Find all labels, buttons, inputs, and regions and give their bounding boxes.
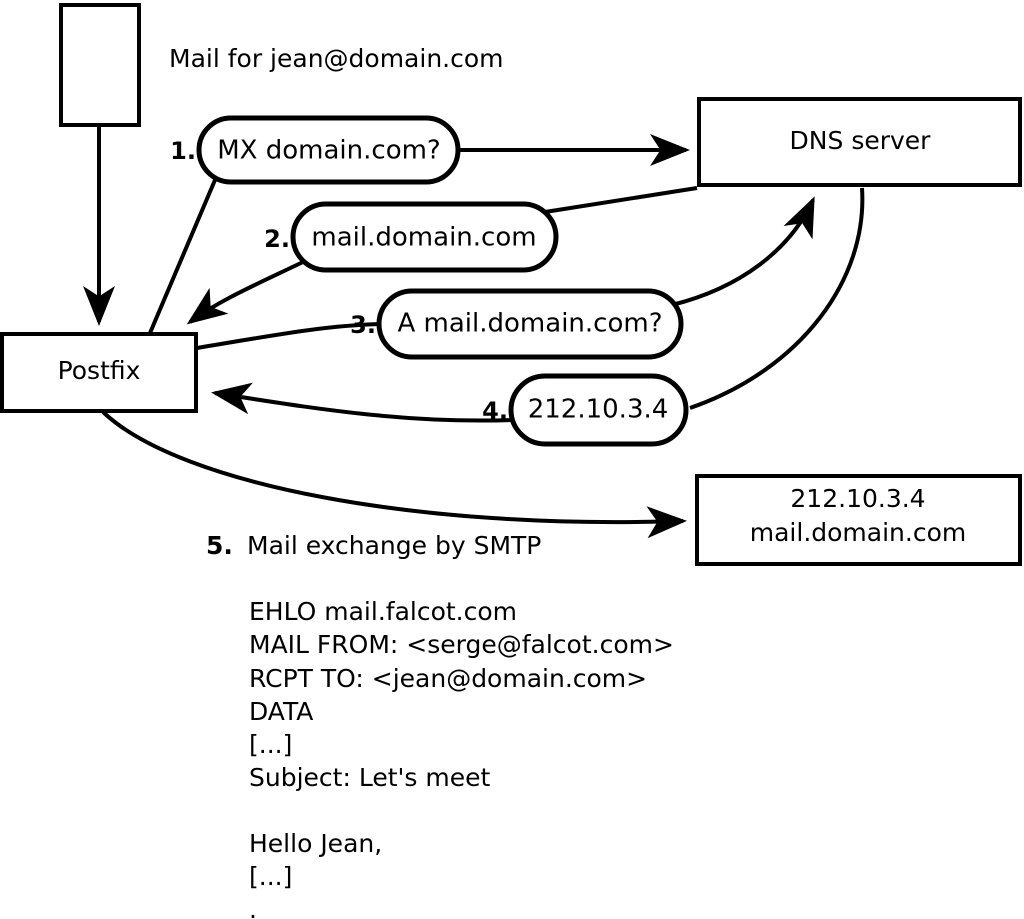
edge-dns-to-step2 bbox=[544, 186, 698, 214]
edge-step4-to-postfix bbox=[211, 382, 514, 423]
transcript-line-0: EHLO mail.falcot.com bbox=[249, 597, 517, 626]
transcript-line-4: [...] bbox=[249, 730, 292, 759]
remote-mail-server-box bbox=[695, 474, 1022, 566]
transcript-line-8: [...] bbox=[249, 862, 292, 891]
edge-postfix-to-step1 bbox=[148, 179, 217, 334]
remote-mail-server-ip: 212.10.3.4 bbox=[790, 484, 925, 513]
edge-step2-to-postfix bbox=[186, 260, 304, 325]
step-1-label: MX domain.com? bbox=[217, 136, 440, 166]
transcript-line-7: Hello Jean, bbox=[249, 829, 382, 858]
step-5-label: Mail exchange by SMTP bbox=[247, 531, 541, 560]
step-1-bubble bbox=[196, 115, 461, 185]
transcript-line-9: . bbox=[249, 895, 257, 919]
sender-client-box bbox=[59, 3, 141, 127]
transcript-line-1: MAIL FROM: <serge@falcot.com> bbox=[249, 630, 674, 659]
edge-step3-to-dns bbox=[671, 196, 815, 307]
step-3-label: A mail.domain.com? bbox=[398, 309, 663, 339]
transcript-line-5: Subject: Let's meet bbox=[249, 763, 490, 792]
postfix-box bbox=[0, 332, 198, 413]
dns-server-label: DNS server bbox=[790, 126, 932, 155]
step-1-number: 1. bbox=[170, 137, 196, 165]
mail-for-caption: Mail for jean@domain.com bbox=[169, 44, 504, 73]
step-3-bubble bbox=[376, 288, 684, 360]
edge-postfix-to-step3 bbox=[196, 322, 384, 350]
edge-postfix-to-remote-smtp bbox=[101, 410, 687, 539]
step-2-number: 2. bbox=[264, 225, 290, 253]
step-4-label: 212.10.3.4 bbox=[528, 395, 669, 425]
step-4-bubble bbox=[508, 373, 689, 447]
remote-mail-server-host: mail.domain.com bbox=[750, 518, 966, 547]
transcript-line-3: DATA bbox=[249, 697, 313, 726]
dns-server-box bbox=[697, 97, 1022, 187]
step-2-bubble bbox=[290, 201, 559, 273]
step-4-number: 4. bbox=[482, 397, 508, 425]
step-3-number: 3. bbox=[350, 311, 376, 339]
step-5-number: 5. bbox=[206, 531, 233, 560]
postfix-label: Postfix bbox=[58, 356, 141, 385]
edge-dns-to-step4 bbox=[689, 187, 865, 410]
step-2-label: mail.domain.com bbox=[311, 223, 536, 253]
transcript-line-2: RCPT TO: <jean@domain.com> bbox=[249, 664, 647, 693]
